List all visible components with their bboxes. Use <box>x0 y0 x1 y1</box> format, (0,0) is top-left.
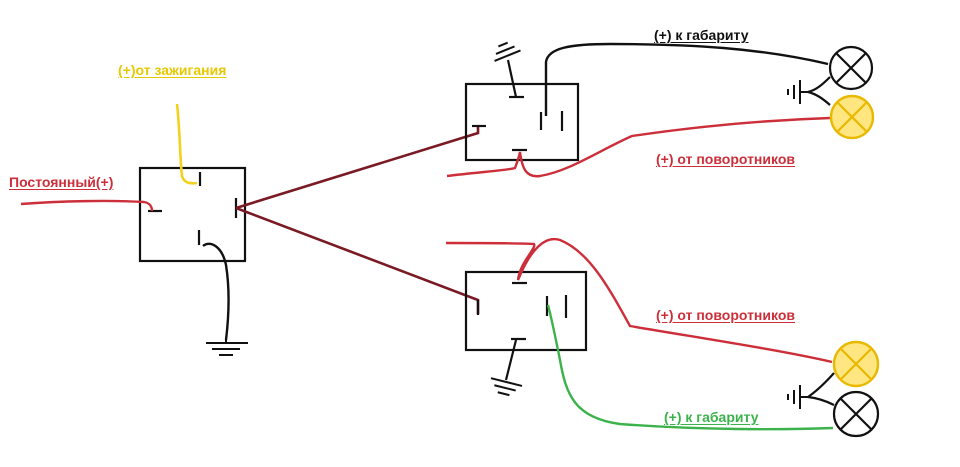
lamp-gabarit-top <box>828 45 874 91</box>
wire-lamps-top-ground <box>807 76 831 106</box>
label-ignition: (+)от зажигания <box>118 62 227 78</box>
main-relay <box>138 166 247 263</box>
label-constant-plus: Постоянный(+) <box>9 174 114 190</box>
wire-gabarit-bottom <box>546 304 834 431</box>
lower-relay <box>464 270 588 352</box>
upper-relay <box>464 82 580 162</box>
wire-gabarit-top <box>544 42 829 116</box>
ground-icon <box>787 80 808 104</box>
wire-turn-top <box>446 116 831 178</box>
wire-control-upper <box>235 127 480 210</box>
label-turn-bottom: (+) от поворотников <box>656 307 795 323</box>
wire-turn-bottom <box>445 237 833 364</box>
label-gabarit-top: (+) к габариту <box>654 27 749 43</box>
wire-ignition <box>175 103 198 185</box>
wire-constant-plus <box>20 199 154 212</box>
wire-upper-ground <box>506 59 518 98</box>
label-gabarit-bottom: (+) к габариту <box>664 409 759 425</box>
ground-icon <box>494 41 521 62</box>
lamp-gabarit-bottom <box>832 390 880 438</box>
wire-lower-ground <box>504 339 518 381</box>
label-turn-top: (+) от поворотников <box>656 151 795 167</box>
ground-icon <box>206 338 248 356</box>
main-relay-box <box>138 166 247 263</box>
lamp-turn-bottom <box>832 340 880 388</box>
ground-icon <box>787 385 808 409</box>
lamp-turn-top <box>829 94 875 140</box>
ground-icon <box>490 377 523 397</box>
lower-relay-box <box>464 270 588 352</box>
wire-main-ground <box>202 242 230 341</box>
wire-control-lower <box>235 206 480 314</box>
wire-lamps-bottom-ground <box>807 372 835 406</box>
